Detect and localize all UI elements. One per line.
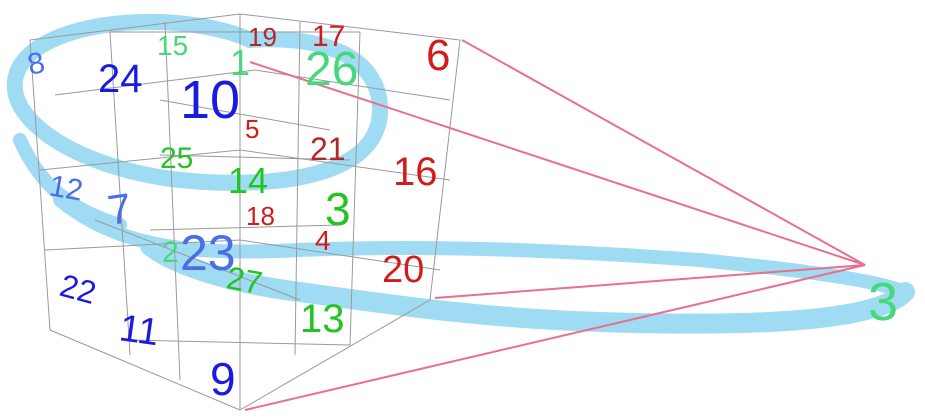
cell-number-18: 18 (246, 201, 275, 231)
cell-number-11: 11 (117, 307, 162, 354)
cell-number-4: 4 (315, 225, 331, 256)
cell-number-10: 10 (180, 70, 240, 130)
cell-number-19: 19 (248, 22, 277, 52)
cell-number-22: 22 (56, 267, 100, 311)
cell-number-14: 14 (228, 160, 268, 201)
cell-number-13: 13 (300, 297, 345, 341)
cell-number-3-inner: 3 (325, 183, 351, 235)
cell-number-25: 25 (160, 142, 193, 175)
cell-number-17: 17 (312, 20, 345, 53)
cell-number-24: 24 (98, 57, 143, 101)
cell-number-26: 26 (305, 43, 358, 96)
cube-numbers: 8 24 15 10 1 19 17 26 6 5 25 21 16 12 14… (25, 20, 898, 405)
cell-number-8: 8 (25, 46, 48, 82)
cell-number-2: 2 (162, 236, 179, 269)
cell-number-20: 20 (382, 249, 424, 291)
cell-number-5: 5 (245, 114, 259, 144)
cell-number-1: 1 (230, 42, 250, 83)
cell-number-12: 12 (47, 169, 86, 207)
cell-number-16: 16 (393, 150, 438, 194)
cell-number-23: 23 (180, 225, 236, 281)
projected-number-3: 3 (868, 272, 898, 332)
cell-number-27: 27 (224, 259, 265, 301)
cell-number-15: 15 (157, 30, 188, 61)
cell-number-9: 9 (210, 353, 236, 405)
cell-number-6: 6 (426, 31, 450, 80)
ribbon-path (6, 13, 915, 334)
projection-lines (244, 39, 866, 411)
cell-number-21: 21 (310, 131, 346, 167)
